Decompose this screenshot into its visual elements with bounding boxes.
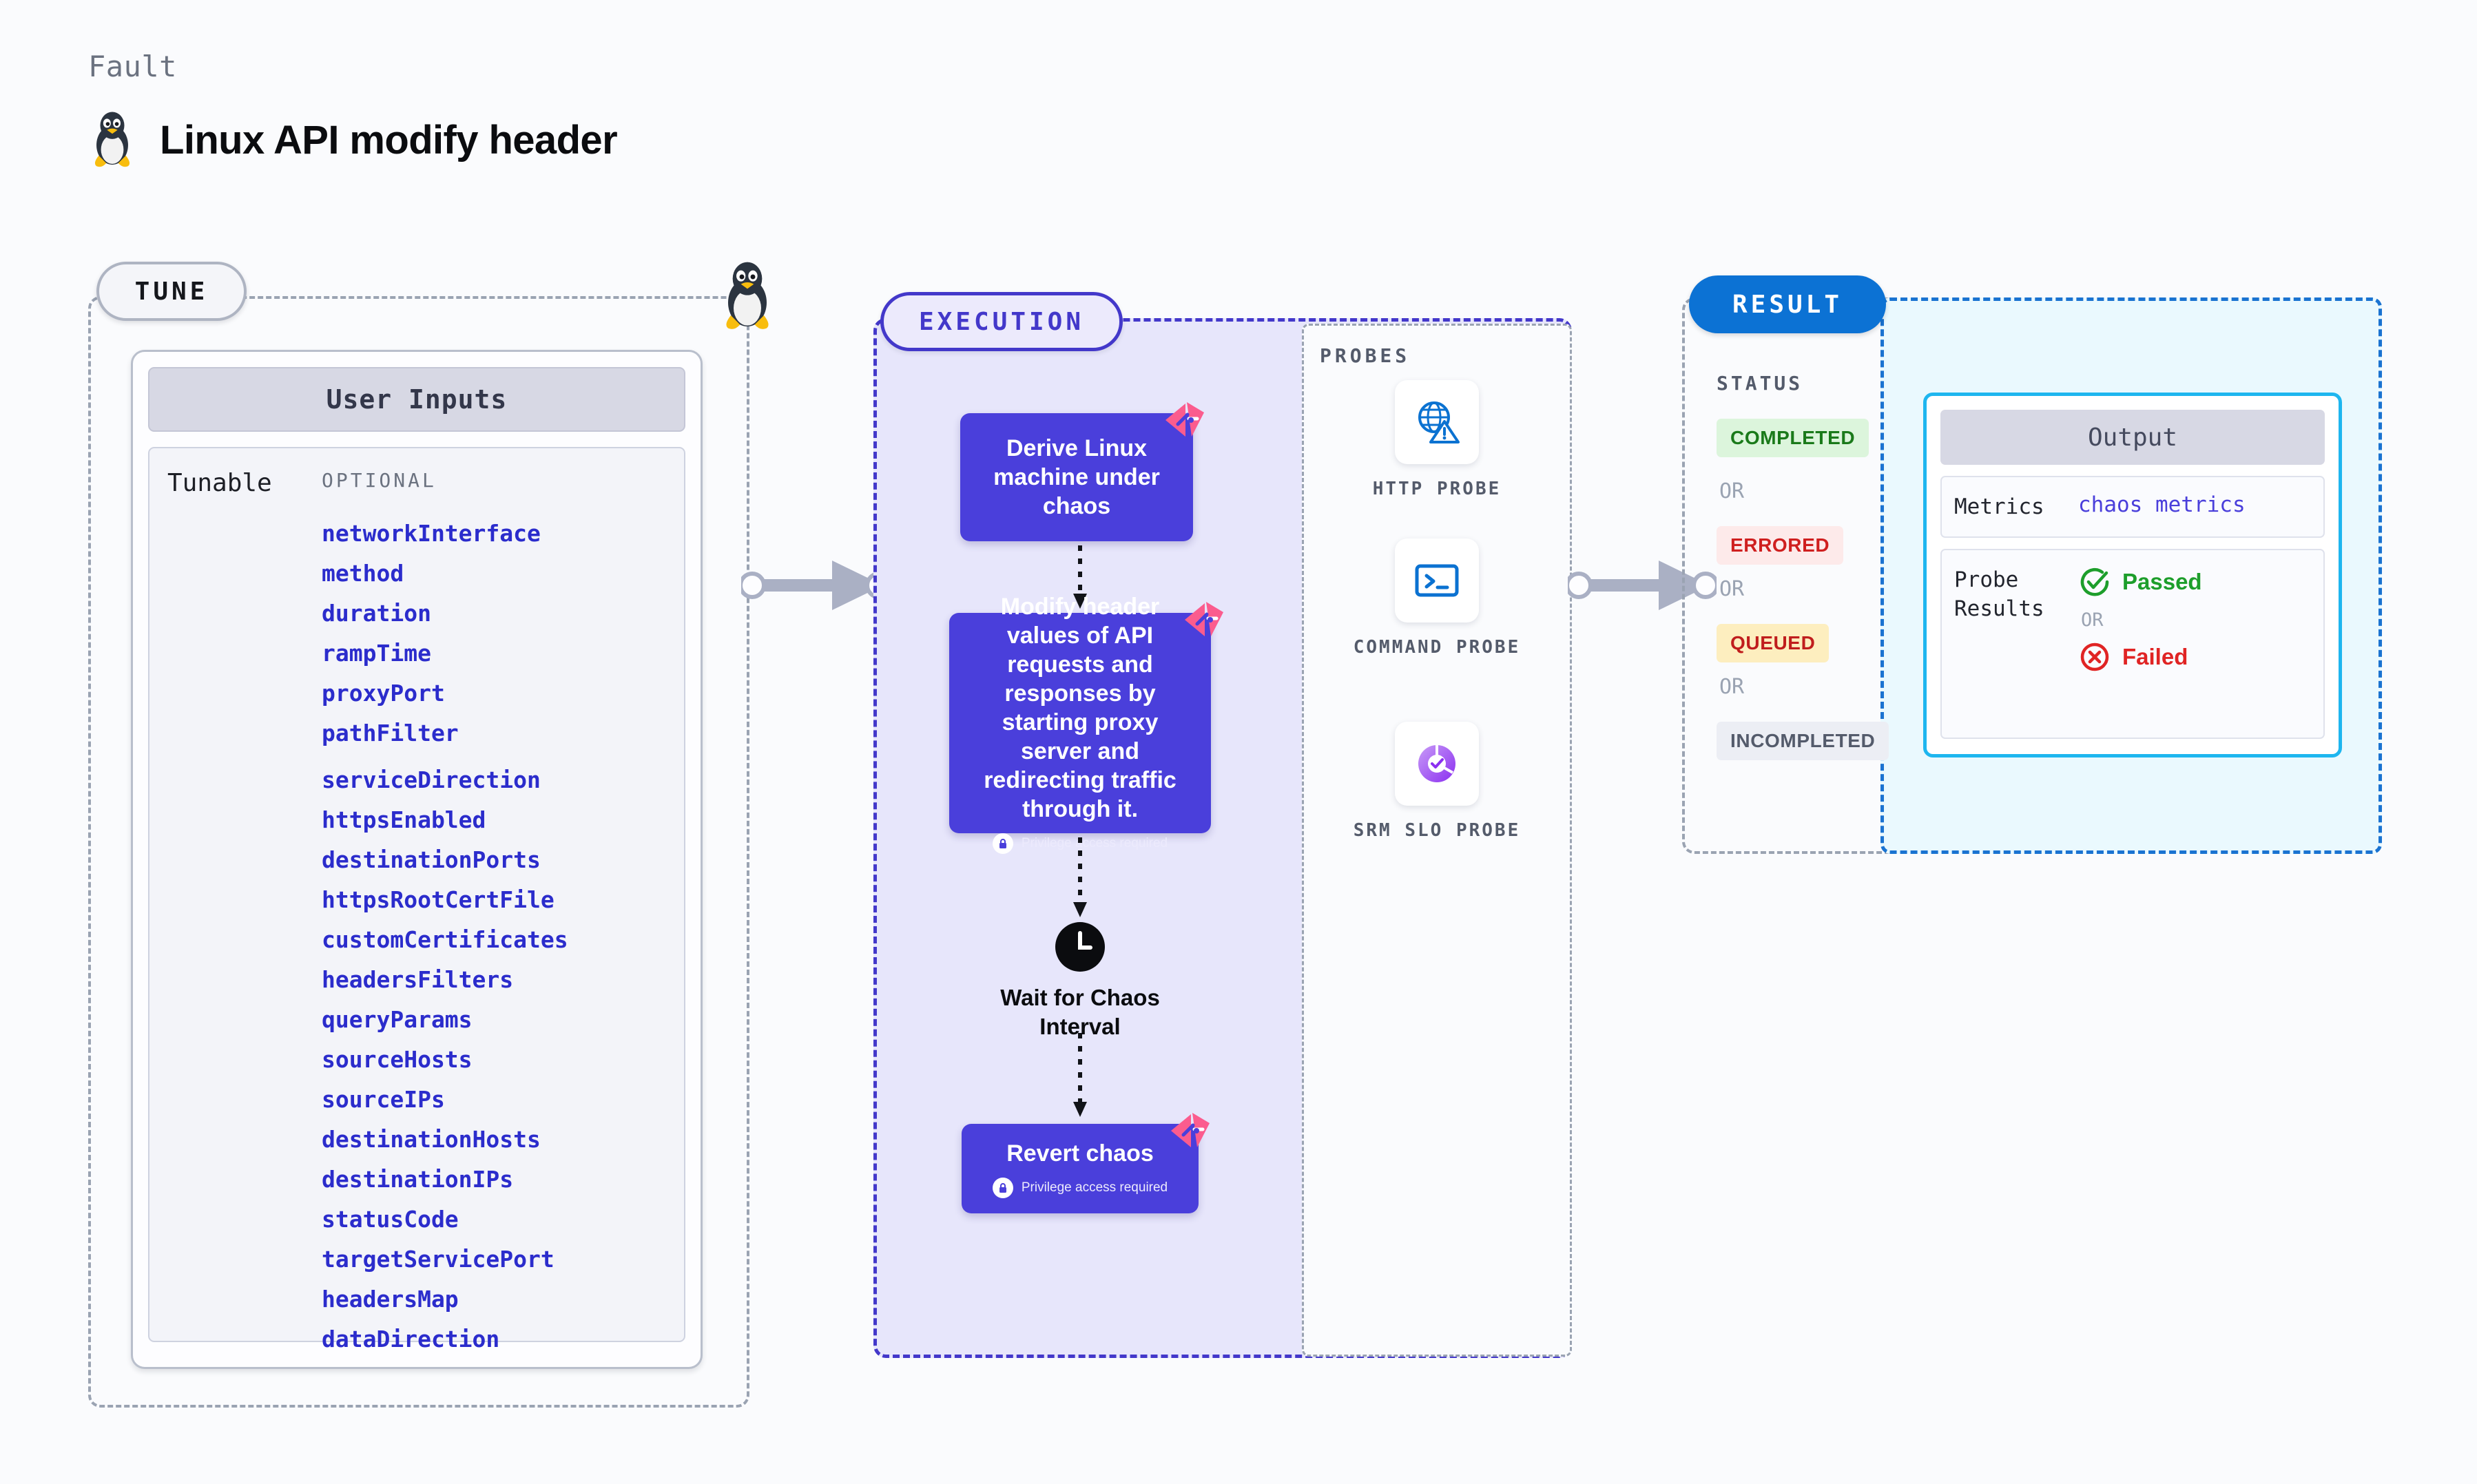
status-or-1: OR xyxy=(1719,479,1745,503)
check-circle-icon xyxy=(2080,568,2109,596)
param-httpsenabled[interactable]: httpsEnabled xyxy=(322,806,486,833)
param-method[interactable]: method xyxy=(322,560,404,587)
output-probe-results-row: Probe Results Passed OR Failed xyxy=(1940,549,2325,739)
probe-command[interactable]: COMMAND PROBE xyxy=(1347,539,1526,660)
clock-icon xyxy=(1055,922,1105,972)
lock-icon xyxy=(992,833,1013,854)
param-queryparams[interactable]: queryParams xyxy=(322,1006,473,1033)
tunable-section: Tunable OPTIONAL networkInterface method… xyxy=(148,447,685,1352)
probes-title: PROBES xyxy=(1320,344,1411,367)
param-statuscode[interactable]: statusCode xyxy=(322,1206,459,1233)
probe-result-or: OR xyxy=(2081,609,2104,631)
litmus-chaos-icon xyxy=(1171,1113,1210,1147)
privilege-label: Privilege access required xyxy=(1021,836,1168,850)
param-customcertificates[interactable]: customCertificates xyxy=(322,926,568,953)
status-badge-errored: ERRORED xyxy=(1717,526,1844,565)
probe-http[interactable]: HTTP PROBE xyxy=(1347,380,1526,501)
probe-label: SRM SLO PROBE xyxy=(1353,820,1521,841)
globe-warning-icon xyxy=(1418,401,1460,443)
user-inputs-title: User Inputs xyxy=(148,367,685,432)
output-title: Output xyxy=(1940,410,2325,465)
param-datadirection[interactable]: dataDirection xyxy=(322,1326,500,1352)
param-sourcehosts[interactable]: sourceHosts xyxy=(322,1046,473,1073)
param-targetserviceport[interactable]: targetServicePort xyxy=(322,1246,555,1273)
page-header: Linux API modify header xyxy=(88,110,618,169)
param-destinationports[interactable]: destinationPorts xyxy=(322,846,541,873)
arrow-wait-to-revert xyxy=(1073,1033,1087,1117)
probe-tile xyxy=(1395,380,1479,464)
status-badge-completed: COMPLETED xyxy=(1717,419,1869,457)
litmus-chaos-icon xyxy=(1165,402,1204,437)
param-networkinterface[interactable]: networkInterface xyxy=(322,520,541,547)
probe-result-passed: Passed xyxy=(2078,565,2202,598)
privilege-badge: Privilege access required xyxy=(992,1178,1168,1198)
status-or-2: OR xyxy=(1719,577,1745,601)
execution-node-text: Modify header values of API requests and… xyxy=(984,594,1177,822)
wait-step-label: Wait for Chaos Interval xyxy=(1000,985,1160,1039)
probe-tile xyxy=(1395,722,1479,806)
privilege-label: Privilege access required xyxy=(1021,1180,1168,1195)
param-sourceips[interactable]: sourceIPs xyxy=(322,1086,445,1113)
param-headersfilters[interactable]: headersFilters xyxy=(322,966,514,993)
param-proxyport[interactable]: proxyPort xyxy=(322,680,445,707)
passed-label: Passed xyxy=(2122,569,2202,594)
param-destinationhosts[interactable]: destinationHosts xyxy=(322,1126,541,1153)
probe-srm-slo[interactable]: SRM SLO PROBE xyxy=(1347,722,1526,843)
param-headersmap[interactable]: headersMap xyxy=(322,1286,459,1313)
result-stage-pill: RESULT xyxy=(1689,275,1886,333)
linux-penguin-badge-icon xyxy=(726,262,769,329)
probe-results-key: Probe Results xyxy=(1954,567,2044,621)
x-circle-icon xyxy=(2080,642,2109,671)
page-title: Linux API modify header xyxy=(160,117,618,163)
optional-heading: OPTIONAL xyxy=(322,469,437,492)
param-duration[interactable]: duration xyxy=(322,600,431,627)
probes-container xyxy=(1302,324,1572,1357)
execution-node-revert-chaos[interactable]: Revert chaos Privilege access required xyxy=(962,1124,1199,1213)
optional-params-column: OPTIONAL networkInterface method duratio… xyxy=(322,469,684,1352)
output-card: Output Metrics chaos metrics Probe Resul… xyxy=(1923,393,2342,757)
wait-for-chaos-step: Wait for Chaos Interval xyxy=(962,921,1199,1041)
execution-node-text: Derive Linux machine under chaos xyxy=(993,435,1160,519)
probe-results-values: Passed OR Failed xyxy=(2078,565,2202,673)
param-ramptime[interactable]: rampTime xyxy=(322,640,431,667)
param-destinationips[interactable]: destinationIPs xyxy=(322,1166,514,1193)
privilege-badge: Privilege access required xyxy=(992,833,1168,854)
terminal-icon xyxy=(1415,564,1459,597)
status-badge-queued: QUEUED xyxy=(1717,624,1830,662)
param-servicedirection[interactable]: serviceDirection xyxy=(322,766,541,793)
probe-label: COMMAND PROBE xyxy=(1353,637,1521,658)
user-inputs-card: User Inputs Tunable OPTIONAL networkInte… xyxy=(131,350,703,1369)
probe-result-failed: Failed xyxy=(2078,640,2202,673)
probe-tile xyxy=(1395,539,1479,623)
page-kicker: Fault xyxy=(88,50,177,83)
lock-icon xyxy=(992,1178,1013,1198)
linux-penguin-icon xyxy=(94,112,130,167)
metrics-key: Metrics xyxy=(1954,494,2044,519)
slo-donut-check-icon xyxy=(1418,745,1455,782)
litmus-chaos-icon xyxy=(1185,602,1223,636)
param-httpsrootcertfile[interactable]: httpsRootCertFile xyxy=(322,886,555,913)
metrics-value[interactable]: chaos metrics xyxy=(2078,492,2246,517)
arrow-derive-to-modify xyxy=(1073,545,1087,609)
status-title: STATUS xyxy=(1717,372,1803,395)
execution-node-text: Revert chaos xyxy=(1006,1140,1154,1167)
execution-node-derive-machine[interactable]: Derive Linux machine under chaos xyxy=(960,413,1193,541)
output-metrics-row: Metrics chaos metrics xyxy=(1940,476,2325,538)
arrow-modify-to-wait xyxy=(1073,837,1087,917)
failed-label: Failed xyxy=(2122,644,2188,669)
tune-stage-pill: TUNE xyxy=(96,262,247,321)
tune-stage-container xyxy=(88,296,749,1408)
execution-stage-pill: EXECUTION xyxy=(880,292,1123,351)
probe-label: HTTP PROBE xyxy=(1372,479,1502,499)
status-or-3: OR xyxy=(1719,675,1745,699)
status-badge-incompleted: INCOMPLETED xyxy=(1717,722,1889,760)
tunable-label: Tunable xyxy=(167,469,272,497)
param-pathfilter[interactable]: pathFilter xyxy=(322,720,459,746)
execution-node-modify-header[interactable]: Modify header values of API requests and… xyxy=(949,594,1211,854)
connector-tune-to-execution xyxy=(741,561,890,610)
